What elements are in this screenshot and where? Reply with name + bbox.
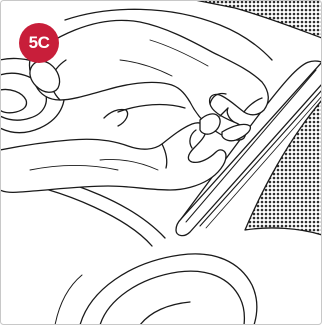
upper-hand (29, 20, 268, 140)
wheel (80, 254, 257, 325)
seat-mesh-top (195, 0, 322, 38)
step-badge: 5C (19, 23, 59, 63)
step-label: 5C (29, 33, 50, 53)
